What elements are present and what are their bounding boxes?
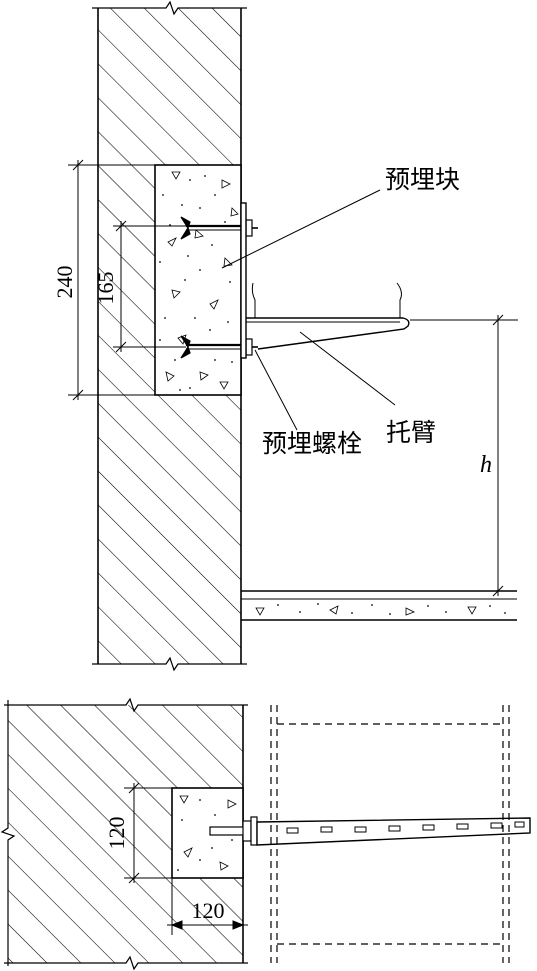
dimension-240 [68, 159, 155, 401]
embedded-bolt-upper [180, 216, 258, 240]
concrete-stipple [165, 171, 239, 390]
embedded-block [154, 164, 242, 396]
cable-tray-outline [270, 705, 510, 963]
dimension-plan-120-horizontal [167, 878, 248, 935]
plan-bracket-arm [256, 817, 531, 846]
label-embedded-block: 预埋块 [385, 165, 460, 194]
dimension-plan-120-horizontal-label: 120 [192, 898, 225, 923]
break-line-bottom [92, 656, 247, 672]
section-view: 240 165 h 预埋块 托臂 预埋螺栓 [52, 0, 518, 672]
dimension-240-label: 240 [52, 266, 77, 299]
leader-bracket-arm [299, 331, 396, 406]
bracket-arm [246, 282, 410, 350]
break-line-plan-top [4, 697, 248, 713]
embedded-bolt-lower [180, 335, 258, 359]
dimension-165 [113, 220, 186, 353]
leader-embedded-block [221, 189, 381, 269]
label-bracket-arm: 托臂 [386, 418, 436, 447]
plan-view: 120 120 [0, 697, 531, 971]
dimension-h-label: h [480, 452, 492, 478]
break-line-plan-left [0, 700, 16, 966]
concrete-dots [159, 175, 233, 391]
dimension-plan-120-vertical-label: 120 [104, 817, 129, 850]
leader-embedded-bolt [254, 349, 298, 431]
bracket-base-plate [240, 202, 247, 359]
label-embedded-bolt: 预埋螺栓 [262, 429, 362, 458]
dimension-plan-120-vertical [124, 782, 172, 884]
dimension-h [410, 314, 518, 597]
break-line-top [92, 0, 247, 16]
break-line-plan-bottom [4, 955, 248, 971]
floor-slab [241, 590, 517, 621]
dimension-165-label: 165 [93, 272, 118, 305]
